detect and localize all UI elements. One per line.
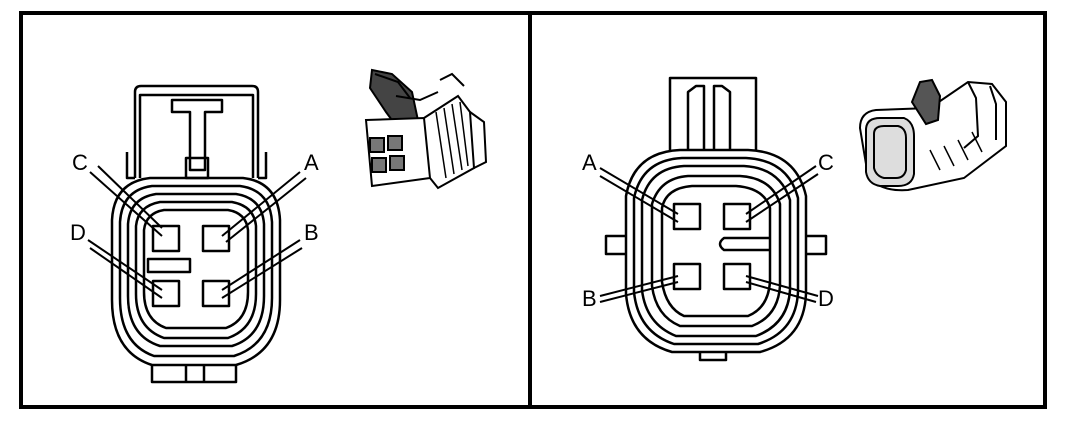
left-pin-label-a: A [304, 150, 319, 175]
right-panel-frame [528, 11, 1047, 409]
left-pin-labels: C A D B [70, 150, 319, 245]
left-pin-label-d: D [70, 220, 86, 245]
right-pin-label-b: B [582, 286, 597, 311]
left-connector-3d-thumbnail [364, 68, 488, 190]
left-pin-label-c: C [72, 150, 88, 175]
right-pin-labels: A C B D [582, 150, 834, 311]
left-pin-label-b: B [304, 220, 319, 245]
left-leader-lines [87, 165, 307, 299]
right-pin-label-d: D [818, 286, 834, 311]
left-connector-face [110, 84, 282, 384]
right-pin-label-c: C [818, 150, 834, 175]
right-pin-label-a: A [582, 150, 597, 175]
right-connector-face [604, 76, 828, 362]
right-leader-lines [599, 165, 819, 303]
right-connector-3d-thumbnail [858, 78, 1007, 192]
left-panel-frame [19, 11, 532, 409]
